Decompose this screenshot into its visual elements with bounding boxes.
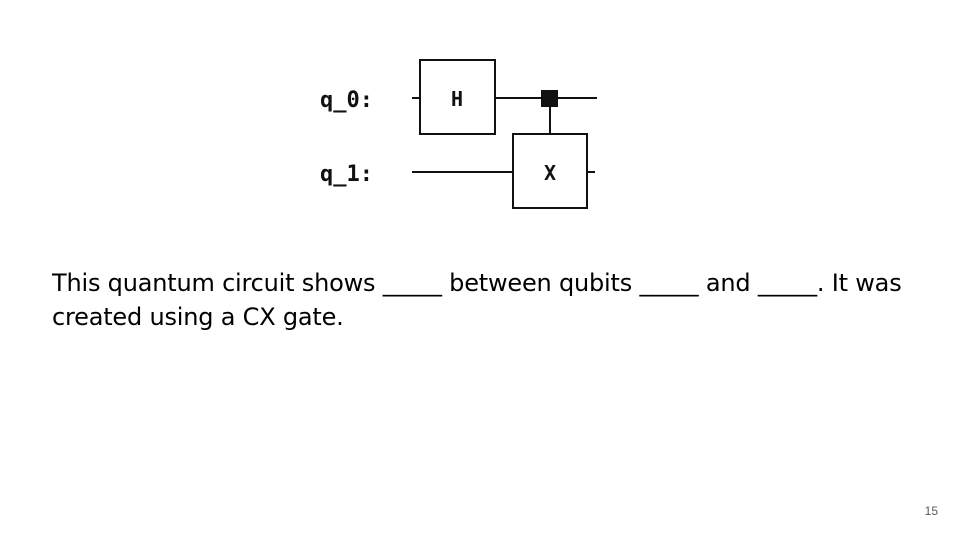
hadamard-gate xyxy=(419,59,496,135)
fill-in-the-blank-question: This quantum circuit shows _____ between… xyxy=(52,269,902,331)
slide-number: 15 xyxy=(924,504,938,518)
cnot-target-gate-label: X xyxy=(544,161,556,185)
qubit-0-label: q_0: xyxy=(320,88,373,113)
qubit-1-label: q_1: xyxy=(320,162,373,187)
cnot-target-gate xyxy=(512,133,588,209)
hadamard-gate-label: H xyxy=(451,87,463,111)
quantum-circuit-diagram: q_0: q_1: H X xyxy=(320,59,597,209)
cnot-control-dot xyxy=(541,90,558,107)
